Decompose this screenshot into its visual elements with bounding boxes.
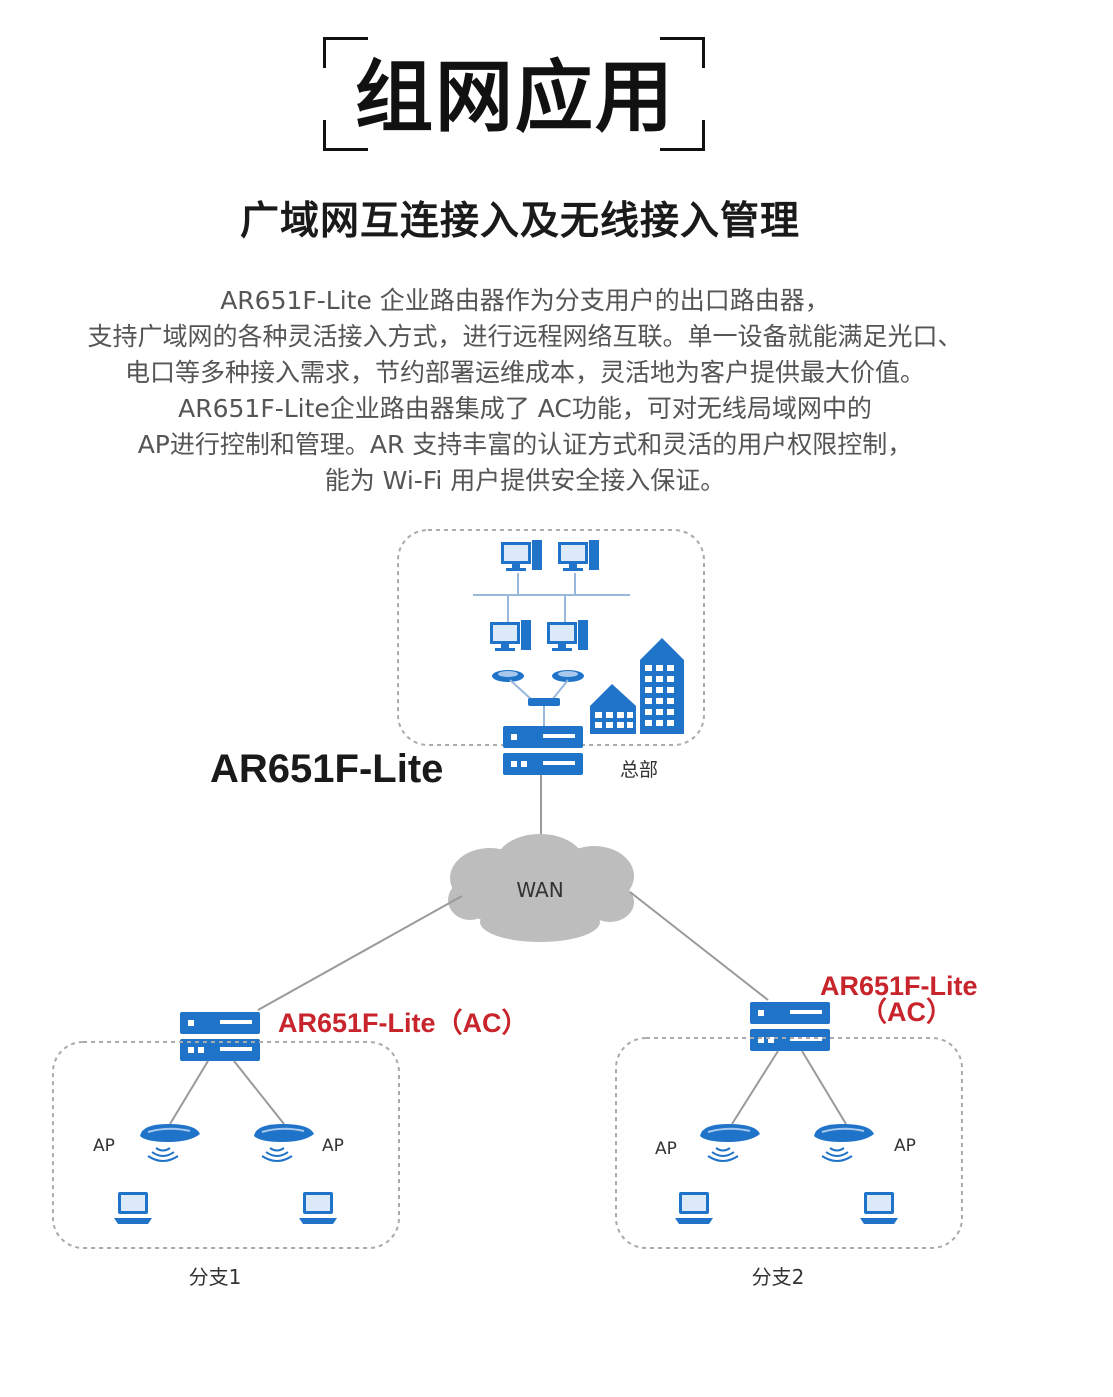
bracket-bottom-left	[323, 120, 368, 151]
building-icon	[590, 684, 636, 734]
link-line	[801, 1050, 847, 1125]
pc-icon	[558, 540, 599, 571]
page-title: 组网应用	[354, 53, 675, 143]
ap-label: AP	[894, 1136, 916, 1156]
laptop-icon	[860, 1192, 898, 1224]
pc-icon	[490, 620, 531, 651]
pc-icon	[501, 540, 542, 571]
wan-label: WAN	[516, 878, 563, 902]
tower-icon	[640, 638, 684, 734]
laptop-icon	[675, 1192, 713, 1224]
description-line: AP进行控制和管理。AR 支持丰富的认证方式和灵活的用户权限控制，	[137, 430, 913, 459]
branch1-router-label: AR651F-Lite（AC）	[278, 1008, 529, 1038]
bracket-top-right	[660, 37, 705, 68]
ap-label: AP	[655, 1139, 677, 1159]
laptop-icon	[299, 1192, 337, 1224]
link-line	[731, 1050, 779, 1125]
description: AR651F-Lite 企业路由器作为分支用户的出口路由器， 支持广域网的各种灵…	[0, 283, 1050, 499]
bracket-top-left	[323, 37, 368, 68]
description-line: 电口等多种接入需求，节约部署运维成本，灵活地为客户提供最大价值。	[124, 358, 925, 387]
description-line: 支持广域网的各种灵活接入方式，进行远程网络互联。单一设备就能满足光口、	[87, 322, 963, 351]
access-point-icon	[699, 1123, 761, 1162]
branch1-router-icon	[180, 1012, 260, 1061]
pc-icon	[547, 620, 588, 651]
hq-label: 总部	[620, 759, 658, 781]
link-line	[233, 1060, 285, 1125]
access-point-icon	[813, 1123, 875, 1162]
branch1-label: 分支1	[189, 1265, 242, 1289]
hq-router-label: AR651F-Lite	[210, 747, 443, 791]
laptop-icon	[114, 1192, 152, 1224]
ap-label: AP	[322, 1136, 344, 1156]
branch2-router-label-line1: AR651F-Lite	[820, 971, 978, 1001]
description-line: 能为 Wi-Fi 用户提供安全接入保证。	[324, 466, 726, 495]
branch2-router-icon	[750, 1002, 830, 1051]
branch2-router-label-line2: （AC）	[860, 997, 953, 1027]
link-line	[551, 679, 569, 701]
link-line	[629, 891, 769, 1001]
ap-label: AP	[93, 1136, 115, 1156]
bracket-bottom-right	[660, 120, 705, 151]
link-line	[509, 679, 533, 701]
link-line	[169, 1060, 209, 1125]
hq-router-icon	[503, 726, 583, 775]
branch2-area	[615, 1037, 963, 1249]
wan-cloud-icon	[448, 834, 634, 942]
switch-icon	[528, 698, 560, 706]
wireless-device-icon	[492, 670, 524, 682]
access-point-icon	[253, 1123, 315, 1162]
link-line	[257, 895, 463, 1011]
access-point-icon	[139, 1123, 201, 1162]
branch2-label: 分支2	[752, 1265, 805, 1289]
description-line: AR651F-Lite企业路由器集成了 AC功能，可对无线局域网中的	[178, 394, 872, 423]
page-subtitle: 广域网互连接入及无线接入管理	[239, 199, 800, 244]
description-line: AR651F-Lite 企业路由器作为分支用户的出口路由器，	[220, 286, 830, 315]
